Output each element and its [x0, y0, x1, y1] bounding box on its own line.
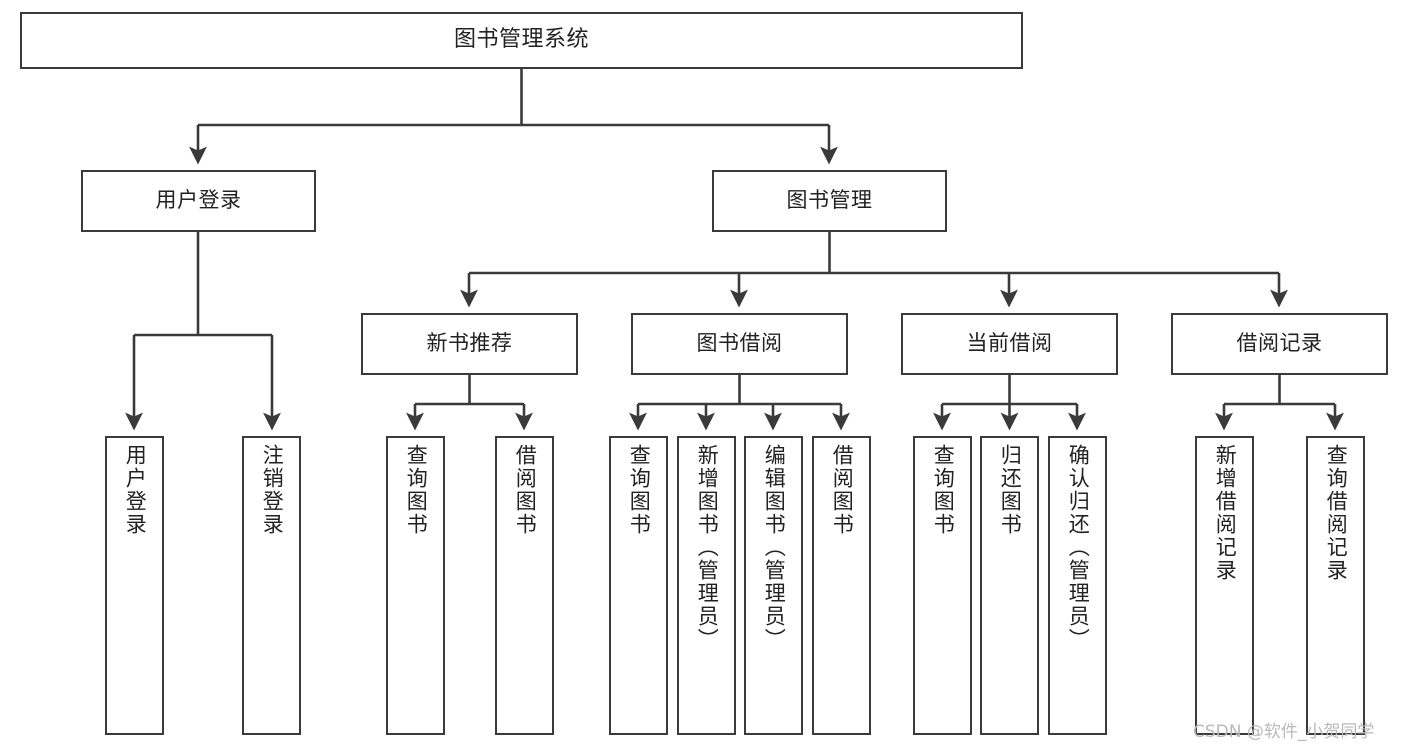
leaf-borrow-query-book[interactable]: 查询图书: [609, 436, 668, 735]
leaf-new-book-query[interactable]: 查询图书: [386, 436, 445, 735]
leaf-current-query-book-label: 查询图书: [931, 444, 956, 536]
leaf-return-book-label: 归还图书: [998, 444, 1023, 536]
node-book-borrow-label: 图书借阅: [696, 331, 783, 356]
node-new-book-recommend[interactable]: 新书推荐: [361, 313, 578, 375]
node-borrow-records[interactable]: 借阅记录: [1171, 313, 1388, 375]
node-book-borrow[interactable]: 图书借阅: [631, 313, 848, 375]
node-user-login[interactable]: 用户登录: [81, 170, 316, 232]
leaf-user-login[interactable]: 用户登录: [105, 436, 164, 735]
node-root-label: 图书管理系统: [453, 27, 589, 53]
leaf-new-book-borrow[interactable]: 借阅图书: [495, 436, 554, 735]
leaf-add-book-admin[interactable]: 新增图书（管理员）: [677, 436, 736, 735]
leaf-add-borrow-record-label: 新增借阅记录: [1213, 444, 1238, 582]
leaf-confirm-return-admin-label: 确认归还（管理员）: [1066, 444, 1091, 651]
leaf-query-borrow-record-label: 查询借阅记录: [1324, 444, 1349, 582]
leaf-add-book-admin-label: 新增图书（管理员）: [695, 444, 720, 651]
leaf-confirm-return-admin[interactable]: 确认归还（管理员）: [1048, 436, 1107, 735]
leaf-edit-book-admin[interactable]: 编辑图书（管理员）: [744, 436, 803, 735]
leaf-new-book-borrow-label: 借阅图书: [513, 444, 538, 536]
leaf-return-book[interactable]: 归还图书: [980, 436, 1039, 735]
leaf-borrow-query-book-label: 查询图书: [627, 444, 652, 536]
node-book-management[interactable]: 图书管理: [712, 170, 947, 232]
leaf-new-book-query-label: 查询图书: [404, 444, 429, 536]
leaf-logout-label: 注销登录: [260, 444, 285, 536]
node-current-borrow-label: 当前借阅: [966, 331, 1053, 356]
leaf-borrow-book[interactable]: 借阅图书: [812, 436, 871, 735]
node-borrow-records-label: 借阅记录: [1236, 331, 1323, 356]
leaf-logout[interactable]: 注销登录: [242, 436, 301, 735]
leaf-current-query-book[interactable]: 查询图书: [913, 436, 972, 735]
node-book-management-label: 图书管理: [786, 188, 873, 213]
leaf-edit-book-admin-label: 编辑图书（管理员）: [762, 444, 787, 651]
node-new-book-recommend-label: 新书推荐: [426, 331, 513, 356]
node-current-borrow[interactable]: 当前借阅: [901, 313, 1118, 375]
leaf-query-borrow-record[interactable]: 查询借阅记录: [1306, 436, 1365, 735]
node-user-login-label: 用户登录: [155, 188, 242, 213]
leaf-user-login-label: 用户登录: [123, 444, 148, 536]
leaf-borrow-book-label: 借阅图书: [830, 444, 855, 536]
csdn-watermark: CSDN @软件_小贺同学: [1193, 722, 1375, 742]
node-root[interactable]: 图书管理系统: [20, 12, 1023, 69]
leaf-add-borrow-record[interactable]: 新增借阅记录: [1195, 436, 1254, 735]
